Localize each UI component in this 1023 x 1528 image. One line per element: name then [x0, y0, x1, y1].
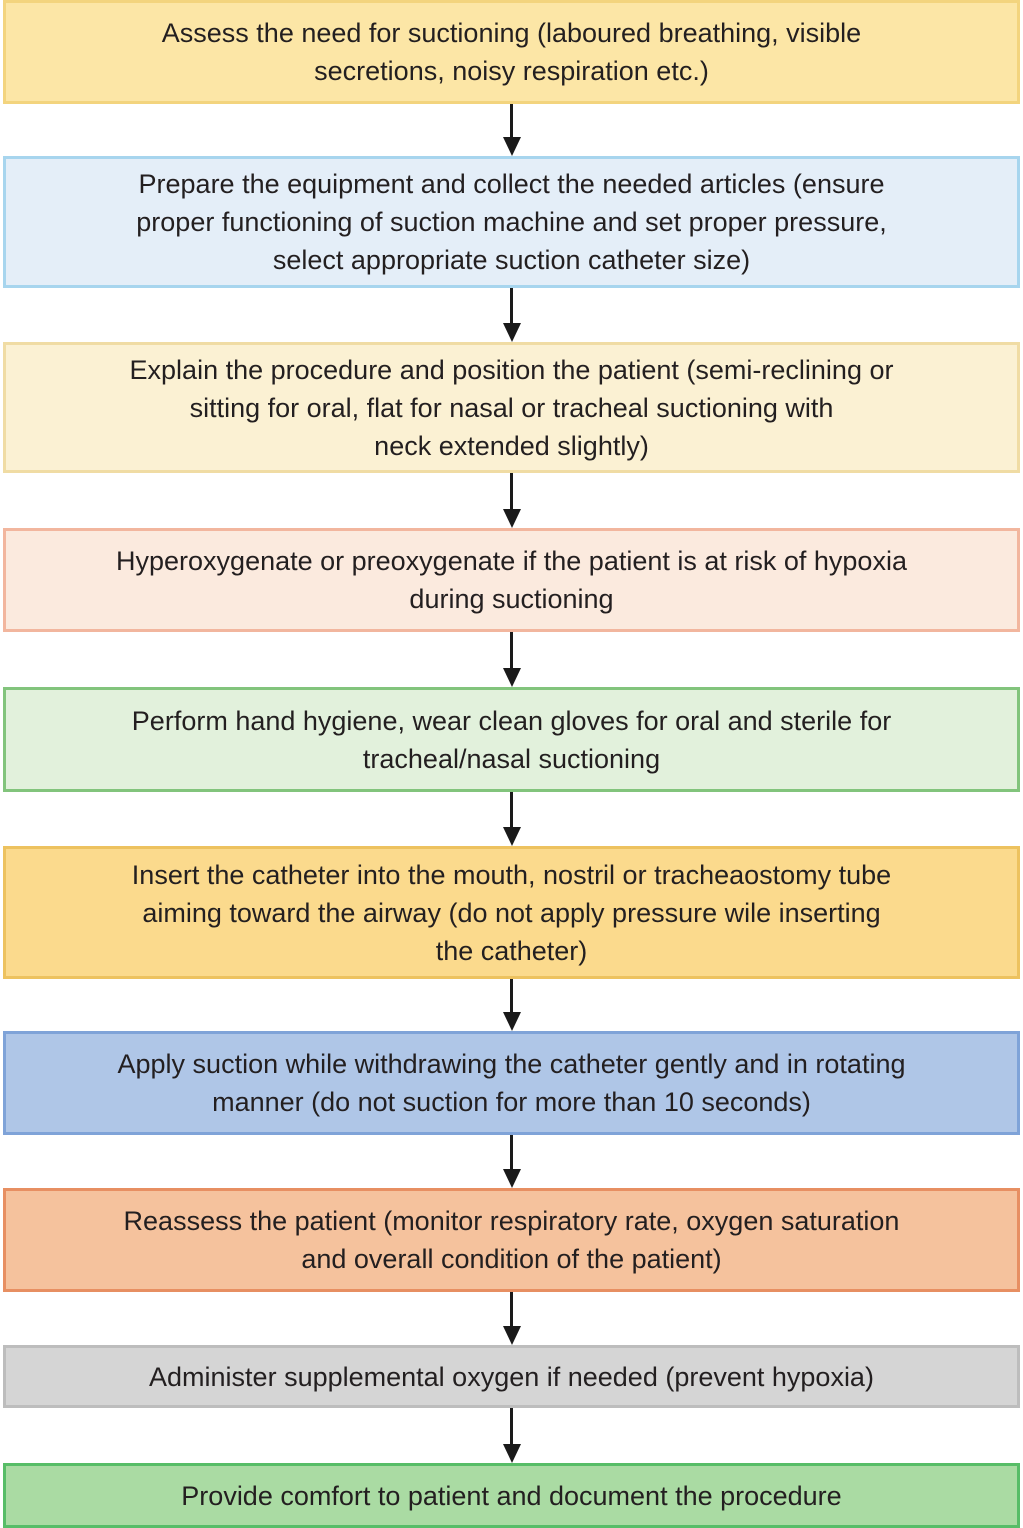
flow-arrow-3 [0, 473, 1023, 528]
arrow-shaft [510, 473, 513, 509]
step-text-5: Perform hand hygiene, wear clean gloves … [131, 705, 892, 774]
arrow-head-icon [502, 323, 521, 342]
flow-arrow-6 [0, 979, 1023, 1031]
arrow-shaft [510, 792, 513, 827]
step-text-10: Provide comfort to patient and document … [181, 1480, 842, 1511]
arrow-head-icon [502, 1444, 521, 1463]
step-box-3: Explain the procedure and position the p… [3, 342, 1020, 473]
arrow-shaft [510, 1135, 513, 1169]
arrow-head-icon [502, 827, 521, 846]
flow-arrow-4 [0, 632, 1023, 687]
arrow-head-icon [502, 1169, 521, 1188]
step-text-8: Reassess the patient (monitor respirator… [123, 1206, 900, 1274]
flow-arrow-7 [0, 1135, 1023, 1188]
arrow-shaft [510, 1292, 513, 1326]
step-box-6: Insert the catheter into the mouth, nost… [3, 846, 1020, 979]
arrow-shaft [510, 1408, 513, 1444]
flow-arrow-5 [0, 792, 1023, 846]
step-box-9: Administer supplemental oxygen if needed… [3, 1345, 1020, 1408]
arrow-shaft [510, 632, 513, 668]
arrow-head-icon [502, 1326, 521, 1345]
step-text-9: Administer supplemental oxygen if needed… [149, 1361, 874, 1392]
step-box-7: Apply suction while withdrawing the cath… [3, 1031, 1020, 1135]
step-text-3: Explain the procedure and position the p… [129, 354, 894, 461]
step-box-10: Provide comfort to patient and document … [3, 1463, 1020, 1528]
arrow-head-icon [502, 668, 521, 687]
step-box-8: Reassess the patient (monitor respirator… [3, 1188, 1020, 1292]
step-box-1: Assess the need for suctioning (laboured… [3, 0, 1020, 104]
step-text-6: Insert the catheter into the mouth, nost… [131, 859, 892, 966]
flow-arrow-9 [0, 1408, 1023, 1463]
flow-arrow-8 [0, 1292, 1023, 1345]
step-box-4: Hyperoxygenate or preoxygenate if the pa… [3, 528, 1020, 632]
arrow-shaft [510, 104, 513, 137]
arrow-shaft [510, 979, 513, 1012]
step-box-5: Perform hand hygiene, wear clean gloves … [3, 687, 1020, 792]
arrow-head-icon [502, 137, 521, 156]
step-text-2: Prepare the equipment and collect the ne… [136, 169, 887, 275]
step-text-4: Hyperoxygenate or preoxygenate if the pa… [116, 546, 907, 614]
step-text-1: Assess the need for suctioning (laboured… [161, 18, 862, 86]
arrow-head-icon [502, 1012, 521, 1031]
flow-arrow-1 [0, 104, 1023, 156]
arrow-head-icon [502, 509, 521, 528]
step-box-2: Prepare the equipment and collect the ne… [3, 156, 1020, 288]
flow-arrow-2 [0, 288, 1023, 342]
step-text-7: Apply suction while withdrawing the cath… [117, 1049, 906, 1117]
arrow-shaft [510, 288, 513, 323]
